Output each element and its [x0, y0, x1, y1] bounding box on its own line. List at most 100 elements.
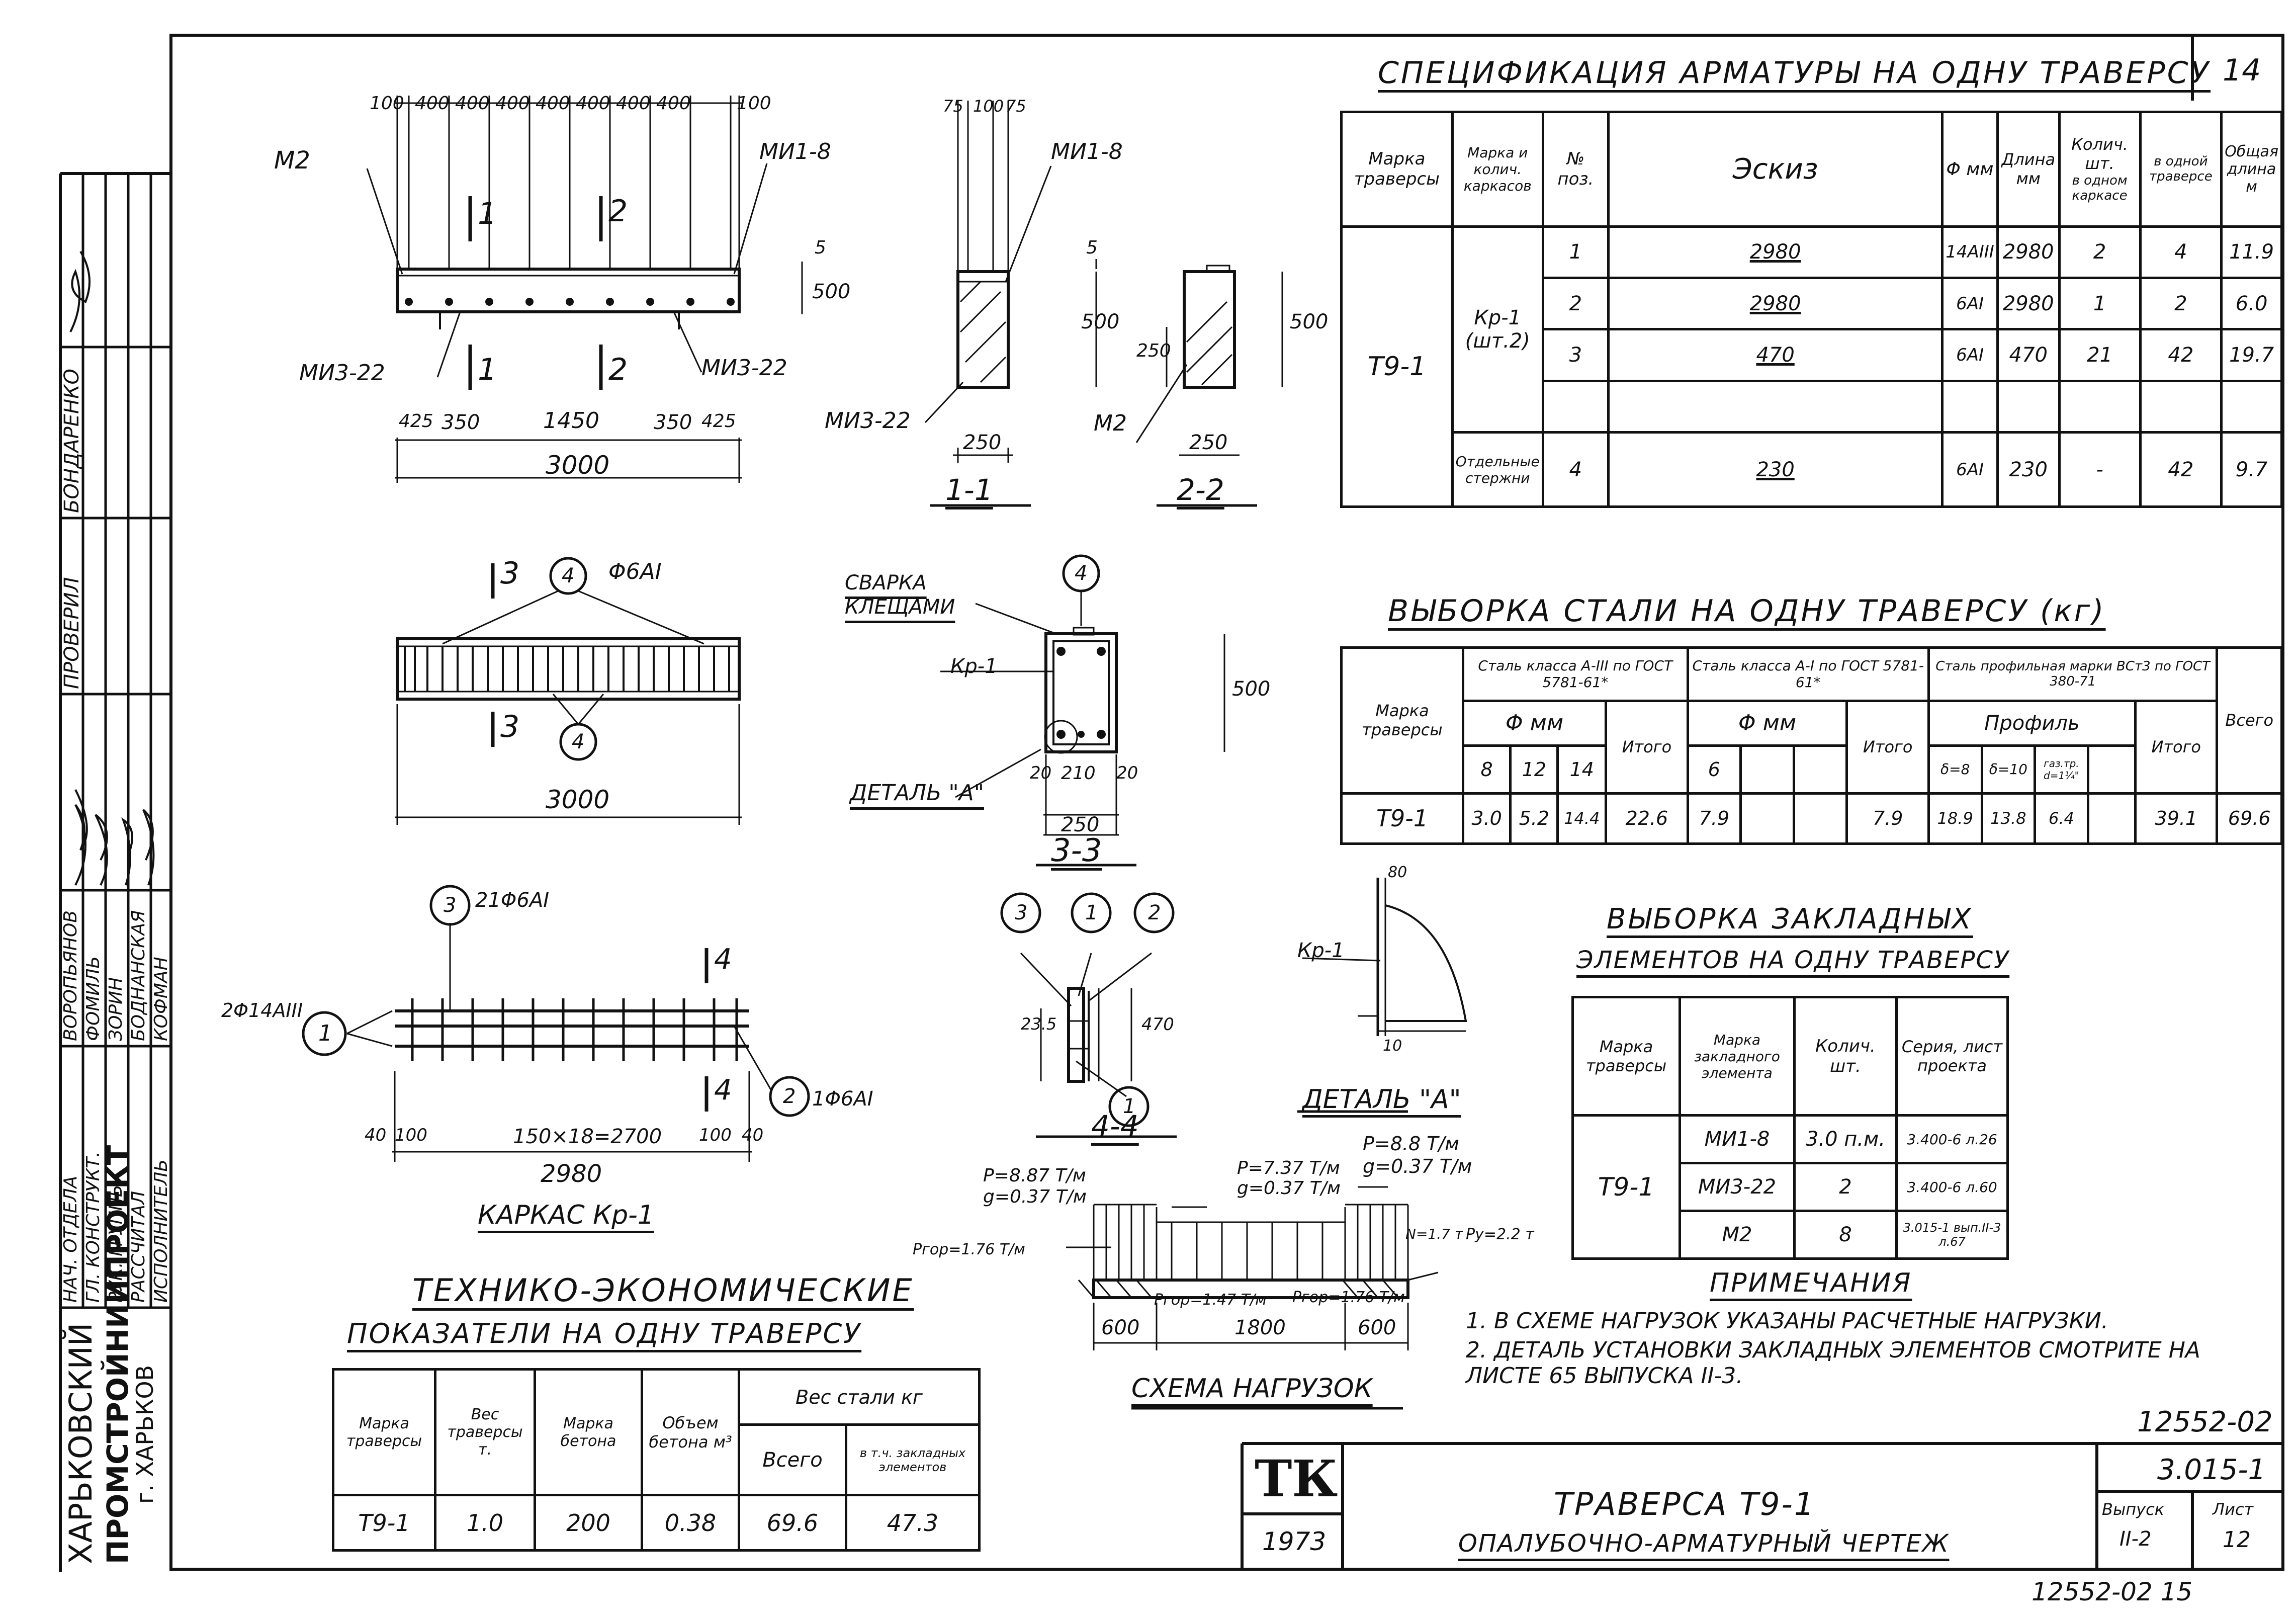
load-p3: P=8.8 Т/м — [1363, 1133, 1459, 1155]
steel-h-a3: Сталь класса А-III по ГОСТ 5781-61* — [1461, 646, 1689, 702]
label-mi3-22-sec: МИ3-22 — [825, 408, 911, 434]
section-3-3-title: 3-3 — [1051, 832, 1102, 869]
issue-value: II-2 — [2120, 1527, 2152, 1551]
spec-sketch-1: 2980 — [1607, 225, 1944, 279]
kr-cut-4-bottom: 4 — [714, 1074, 732, 1107]
embed-h-mark: Марка траверсы — [1571, 996, 1681, 1117]
dim-sec3-20a: 20 — [1030, 763, 1052, 783]
notes-title: ПРИМЕЧАНИЯ — [1710, 1268, 1912, 1298]
spec-qtrav-2: 2 — [2139, 276, 2223, 331]
span-1: 600 — [1101, 1316, 1140, 1339]
steel-d-14: 14 — [1556, 744, 1608, 795]
embed-title-2: ЭЛЕМЕНТОВ НА ОДНУ ТРАВЕРСУ — [1576, 946, 2010, 974]
dim-top-9: 100 — [737, 93, 771, 114]
embed-qty-2: 2 — [1793, 1162, 1898, 1212]
doc-code-top: 12552-02 — [2137, 1406, 2273, 1438]
tech-h-volume: Объем бетона м³ — [641, 1368, 740, 1496]
steel-v-s8: 18.9 — [1927, 792, 1983, 845]
spec-empty-q2 — [2139, 379, 2223, 434]
steel-h-itogo-prof: Итого — [2134, 699, 2219, 795]
dim-500-sec1: 500 — [1081, 310, 1120, 333]
spec-pos-3: 3 — [1541, 328, 1610, 382]
cut-2-bottom: 2 — [608, 352, 628, 387]
tk-logo: ТК — [1255, 1449, 1338, 1508]
steel-d-pipe: газ.тр. d=1¼" — [2034, 744, 2089, 795]
steel-v-12: 5.2 — [1509, 792, 1559, 845]
dim-top-4: 400 — [495, 93, 530, 114]
dim-top-3: 400 — [455, 93, 490, 114]
steel-v-8: 3.0 — [1461, 792, 1512, 845]
embed-h-elem: Марка закладного элемента — [1679, 996, 1796, 1117]
embed-table: Марка траверсы Марка закладного элемента… — [1571, 996, 2009, 1260]
detail-a — [1297, 878, 1467, 1113]
tech-v-mark: Т9-1 — [332, 1494, 436, 1552]
embed-elem-3: М2 — [1679, 1210, 1796, 1260]
embed-qty-3: 8 — [1793, 1210, 1898, 1260]
section-1-1-title: 1-1 — [945, 473, 993, 507]
load-h1: Pгор=1.76 Т/м — [913, 1241, 1025, 1258]
sheet-frame — [169, 34, 2284, 1571]
dim-250-sec2v: 250 — [1136, 341, 1171, 361]
embed-series-2: 3.400-6 л.60 — [1895, 1162, 2009, 1212]
spec-h-mark: Марка траверсы — [1340, 111, 1454, 228]
cut-1-top: 1 — [478, 196, 497, 231]
steel-h-profile: Профиль — [1927, 699, 2137, 747]
spec-empty-l — [1996, 379, 2061, 434]
detail-a-ref: ДЕТАЛЬ "А" — [850, 780, 984, 806]
spec-diam-2: 6AI — [1941, 276, 1999, 331]
load-p2: P=7.37 Т/м — [1237, 1158, 1340, 1178]
spec-empty-pos — [1541, 379, 1610, 434]
steel-mark: Т9-1 — [1340, 792, 1464, 845]
dim-75b: 75 — [1006, 97, 1026, 116]
spec-title: СПЕЦИФИКАЦИЯ АРМАТУРЫ НА ОДНУ ТРАВЕРСУ — [1378, 55, 2211, 91]
spec-qone-2: 1 — [2058, 276, 2142, 331]
label-mi1-8: МИ1-8 — [759, 139, 831, 164]
dim-plan-len: 3000 — [546, 785, 610, 814]
tech-h-embedded: в т.ч. закладных элементов — [845, 1423, 981, 1496]
spec-h-qty: Колич. шт. — [2071, 135, 2128, 174]
sheet-value: 12 — [2223, 1527, 2251, 1553]
spec-pos-4: 4 — [1541, 431, 1610, 508]
kr-pos-1: 1 — [318, 1020, 332, 1046]
label-mi3-22-right: МИ3-22 — [701, 355, 787, 381]
dim-bottom-5: 425 — [701, 411, 736, 432]
spec-diam-4: 6AI — [1941, 431, 1999, 508]
detail-a-title: ДЕТАЛЬ "А" — [1302, 1084, 1461, 1115]
spec-empty-sketch — [1607, 379, 1944, 434]
dim-top-7: 400 — [616, 93, 651, 114]
steel-h-dmm-a1: Φ мм — [1686, 699, 1848, 747]
spec-sketch-2: 2980 — [1607, 276, 1944, 331]
load-py: Py=2.2 т — [1466, 1226, 1534, 1243]
dim-100: 100 — [973, 97, 1004, 116]
label-kr1-sec3: Кр-1 — [950, 655, 998, 678]
kr-p2-label: 1Φ6AI — [812, 1087, 873, 1111]
spec-diam-3: 6AI — [1941, 328, 1999, 382]
tech-h-concrete: Марка бетона — [534, 1368, 643, 1496]
spec-h-frame: Марка и колич. каркасов — [1451, 111, 1544, 228]
steel-table: Марка траверсы Сталь класса А-III по ГОС… — [1340, 646, 2283, 845]
detail-kr1: Кр-1 — [1297, 939, 1345, 962]
steel-d-6: 6 — [1686, 744, 1742, 795]
plan-rebar-label: Φ6AI — [608, 559, 662, 584]
elevation-view — [366, 96, 803, 483]
kr-end-100b: 100 — [699, 1125, 732, 1145]
embed-mark: Т9-1 — [1571, 1114, 1681, 1260]
tech-v-embedded: 47.3 — [845, 1494, 981, 1552]
dim-top-1: 100 — [370, 93, 404, 114]
s44-pos-3: 3 — [1015, 901, 1028, 924]
load-n: N=1.7 т — [1405, 1226, 1463, 1242]
spec-qtrav-1: 4 — [2139, 225, 2223, 279]
kr-end-100a: 100 — [395, 1125, 427, 1145]
steel-d-a1-empty1 — [1739, 744, 1795, 795]
spec-sketch-3: 470 — [1607, 328, 1944, 382]
dim-top-8: 400 — [656, 93, 691, 114]
detail-dim-10: 10 — [1383, 1037, 1402, 1055]
cut-2-top: 2 — [608, 194, 628, 229]
spec-len-2: 2980 — [1996, 276, 2061, 331]
pos-4-sec3: 4 — [1075, 562, 1088, 585]
tech-h-weight: Вес траверсы т. — [434, 1368, 536, 1496]
spec-total-1: 11.9 — [2220, 225, 2283, 279]
note-2: 2. ДЕТАЛЬ УСТАНОВКИ ЗАКЛАДНЫХ ЭЛЕМЕНТОВ … — [1466, 1337, 2200, 1389]
span-3: 600 — [1358, 1316, 1396, 1339]
dim-250-sec2: 250 — [1189, 431, 1228, 454]
